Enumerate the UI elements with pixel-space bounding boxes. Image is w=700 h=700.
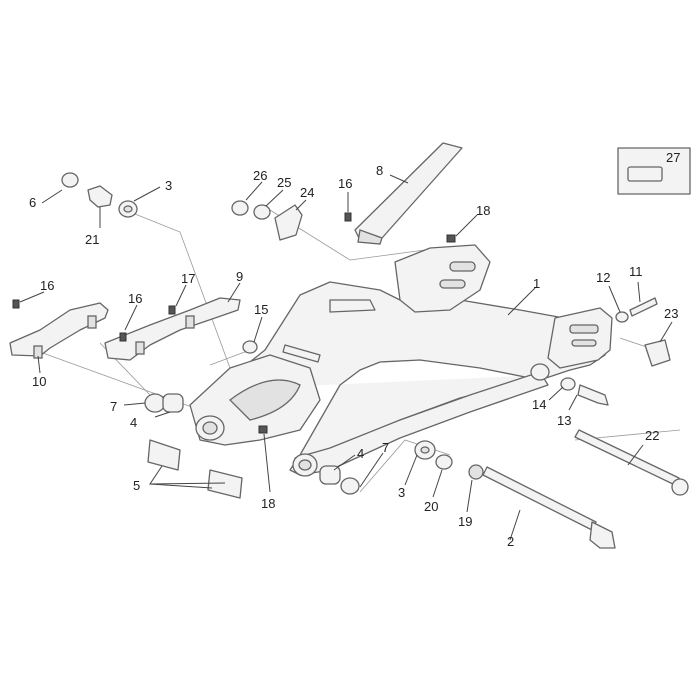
chain-guide-part xyxy=(354,142,463,245)
rear-axle-part xyxy=(574,429,689,496)
label-3: 3 xyxy=(398,485,405,500)
label-18: 18 xyxy=(476,203,490,218)
label-22: 22 xyxy=(645,428,659,443)
label-2: 2 xyxy=(507,534,514,549)
label-26: 26 xyxy=(253,168,267,183)
label-16: 16 xyxy=(40,278,54,293)
label-7: 7 xyxy=(110,399,117,414)
label-25: 25 xyxy=(277,175,291,190)
leader-lines xyxy=(19,174,673,541)
label-21: 21 xyxy=(85,232,99,247)
label-15: 15 xyxy=(254,302,268,317)
label-8: 8 xyxy=(376,163,383,178)
label-13: 13 xyxy=(557,413,571,428)
label-3: 3 xyxy=(165,178,172,193)
label-24: 24 xyxy=(300,185,314,200)
label-12: 12 xyxy=(596,270,610,285)
label-11: 11 xyxy=(629,264,643,279)
label-16: 16 xyxy=(128,291,142,306)
label-17: 17 xyxy=(181,271,195,286)
callout-labels: 1 2 3 3 4 4 5 6 7 7 8 9 10 11 12 13 14 1… xyxy=(29,150,680,549)
label-19: 19 xyxy=(458,514,472,529)
label-18: 18 xyxy=(261,496,275,511)
label-10: 10 xyxy=(32,374,46,389)
lower-guard-part xyxy=(9,302,109,359)
label-5: 5 xyxy=(133,478,140,493)
axle-bolt-part xyxy=(468,464,616,549)
label-1: 1 xyxy=(533,276,540,291)
label-23: 23 xyxy=(664,306,678,321)
label-27: 27 xyxy=(666,150,680,165)
label-4: 4 xyxy=(357,446,364,461)
label-7: 7 xyxy=(382,440,389,455)
label-6: 6 xyxy=(29,195,36,210)
swingarm-part xyxy=(189,244,613,477)
label-16: 16 xyxy=(338,176,352,191)
part-27-box xyxy=(617,147,691,195)
upper-guard-part xyxy=(104,297,241,361)
label-4: 4 xyxy=(130,415,137,430)
hardware-parts xyxy=(12,172,671,499)
label-14: 14 xyxy=(532,397,546,412)
label-20: 20 xyxy=(424,499,438,514)
label-9: 9 xyxy=(236,269,243,284)
